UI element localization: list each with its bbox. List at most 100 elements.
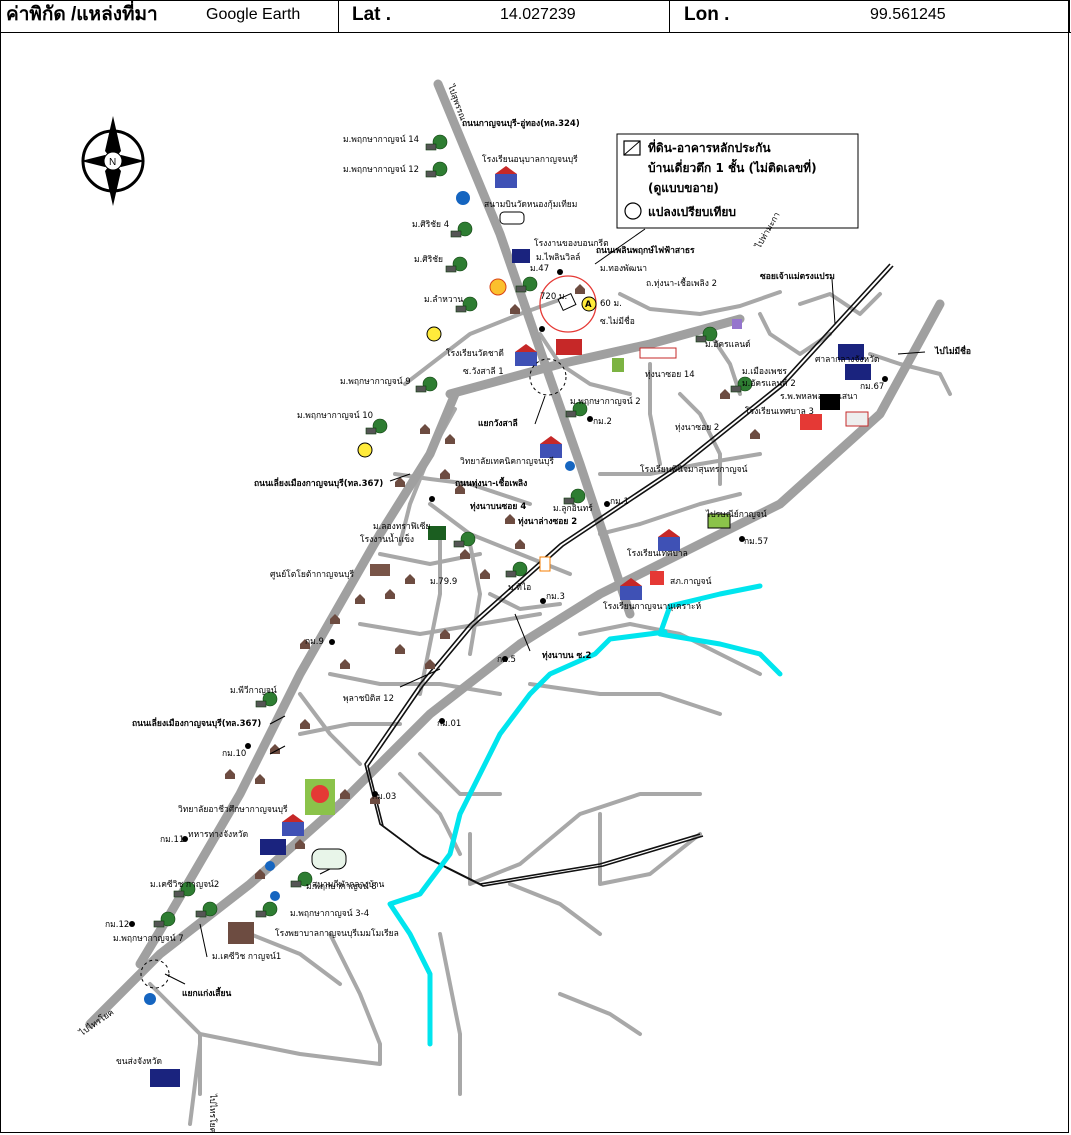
- label: ทุ่งนาซอย 2: [675, 423, 719, 433]
- label: สภ.กาญจน์: [670, 576, 712, 587]
- label: ม.เคซีวิช กาญจน์2: [150, 879, 219, 890]
- label: ม.ไพลินวิลล์: [536, 252, 580, 263]
- label: ถ.ทุ่งนา-เชื้อเพลิง 2: [646, 277, 717, 289]
- label: โรงพยาบาลกาญจนบุรีเมมโมเรียล: [275, 928, 399, 939]
- legend-line4: แปลงเปรียบเทียบ: [648, 205, 736, 219]
- label: โรงเรียนพินิจมาสุนทรกาญจน์: [640, 464, 748, 475]
- source-value: Google Earth: [206, 6, 301, 23]
- label: ทุ่งนาบนซอย 4: [470, 501, 526, 512]
- subject-price: 720 ม.: [540, 292, 567, 302]
- label: ม.ทองพัฒนา: [600, 264, 647, 274]
- label: โรงเรียนเทศบาล: [627, 548, 688, 559]
- label: โรงงานน้ำแข็ง: [360, 533, 414, 545]
- label: กม.01: [437, 719, 461, 729]
- label: สนามกีฬากลางบ้าน: [312, 879, 385, 890]
- label: ม.อัครแลนด์: [705, 339, 751, 350]
- header-divider: [1069, 0, 1070, 33]
- header-divider: [669, 0, 670, 33]
- label: ม.พฤกษากาญจน์ 8: [306, 881, 377, 892]
- railway-line: [364, 263, 894, 887]
- government-icons: [150, 249, 871, 1087]
- north-arrow-icon: N: [81, 116, 145, 206]
- label: ม.ลูกอินทร์: [553, 503, 593, 514]
- label: ศาลากลางจังหวัด: [815, 355, 879, 365]
- label: สนามบินวัดหนองกุ้มเทียม: [484, 199, 577, 210]
- road-324: [433, 79, 635, 619]
- legend-leader: [594, 228, 646, 265]
- label: โรงงานของบอนกรีต: [534, 238, 609, 249]
- label: กม.03: [372, 792, 396, 802]
- label: วิทยาลัยเทคนิคกาญจนบุรี: [460, 456, 555, 467]
- label: กม.5: [497, 655, 516, 665]
- label: ซอยเจ้าแม่ตรงแปรม: [760, 271, 835, 282]
- label: กม.9: [305, 637, 324, 647]
- lat-value: 14.027239: [500, 6, 576, 23]
- label: ไปไทรโยค: [207, 1093, 218, 1133]
- label: โรงเรียนกาญจนานุเคราะห์: [603, 601, 701, 612]
- svg-text:A: A: [585, 300, 592, 310]
- minor-roads: [148, 290, 952, 1126]
- label: กม.3: [546, 592, 565, 602]
- label: โรงเรียนวัดชาดี: [446, 348, 504, 359]
- label: ร.พ.พหลพลพยุหเสนา: [780, 392, 858, 402]
- coord-source-label: ค่าพิกัด /แหล่งที่มา: [6, 4, 158, 25]
- label: ขนส่งจังหวัด: [116, 1057, 162, 1067]
- map-labels: ไปสุพรรณ ถนนกาญจนบุรี-อู่ทอง(ทล.324) ม.พ…: [77, 82, 971, 1133]
- label: โรงเรียนอนุบาลกาญจนบุรี: [482, 154, 578, 165]
- label: ม.47: [530, 264, 549, 274]
- north-letter: N: [109, 157, 116, 168]
- legend-box: ที่ดิน-อาคารหลักประกัน บ้านเดี่ยวตึก 1 ช…: [616, 133, 859, 229]
- school-icons: [282, 166, 680, 836]
- misc-icons: [140, 191, 869, 1005]
- label: กม.1: [610, 497, 629, 507]
- label: ม.พีวีกาญจน์: [230, 685, 277, 696]
- label: ถนนเลี่ยงเมืองกาญจนบุรี(ทล.367): [132, 716, 261, 729]
- label: ถนนทุ่งนา-เชื้อเพลิง: [455, 476, 527, 489]
- label: ม.เมืองเพชร: [742, 366, 787, 377]
- label: พุลาชบิติส 12: [343, 694, 394, 704]
- label: ม.พฤกษากาญจน์ 10: [297, 410, 373, 421]
- label: กม.10: [222, 749, 246, 759]
- label: ทุ่งนาซอย 14: [645, 370, 695, 380]
- label: ม.พฤกษากาญจน์ 12: [343, 164, 419, 175]
- coordinate-header: ค่าพิกัด /แหล่งที่มา Google Earth Lat . …: [0, 0, 1071, 33]
- label: กม.2: [593, 417, 612, 427]
- lon-value: 99.561245: [870, 6, 946, 23]
- label: ซ.ไม่มีชื่อ: [600, 315, 635, 327]
- location-map: ที่ดิน-อาคารหลักประกัน บ้านเดี่ยวตึก 1 ช…: [77, 79, 971, 1133]
- label: ม.พฤกษากาญจน์ 14: [343, 134, 419, 145]
- label: ม.เคซีวิช กาญจน์1: [212, 951, 281, 962]
- label: ไปรษณีย์กาญจน์: [705, 509, 767, 520]
- label: ถนนเพลินพฤกษ์ไฟฟ้าสาธร: [596, 245, 695, 256]
- label: วิทยาลัยอาชีวศึกษากาญจนบุรี: [178, 804, 288, 815]
- km-markers: [129, 269, 888, 927]
- label: ม.พฤกษากาญจน์ 3-4: [290, 908, 369, 919]
- label: กม.57: [744, 537, 768, 547]
- label: ศูนย์โตโยต้ากาญจนบุรี: [270, 569, 354, 580]
- road-main-sw: [85, 299, 945, 1029]
- label: ซ.วังสาลี 1: [463, 366, 504, 377]
- label: ม.ทีไอ: [508, 582, 531, 593]
- label: ถนนกาญจนบุรี-อู่ทอง(ทล.324): [462, 118, 580, 129]
- label: ม.79.9: [430, 577, 457, 587]
- label: ม.พฤกษากาญจน์ 9: [340, 376, 411, 387]
- lon-label: Lon .: [684, 4, 730, 25]
- legend-subject-swatch: [623, 140, 641, 156]
- label: ม.ศิริชัย 4: [412, 220, 449, 230]
- label: ม.ลองทราฟิเซีย: [373, 521, 430, 532]
- subject-distance: 60 ม.: [600, 299, 622, 309]
- comparable-marker-a: [581, 296, 597, 312]
- label: ม.พฤกษากาญจน์ 2: [570, 396, 641, 407]
- lat-label: Lat .: [352, 4, 392, 25]
- label: ม.ลำหวาน: [424, 295, 463, 305]
- legend-line2: บ้านเดี่ยวตึก 1 ชั้น (ไม่ติดเลขที่): [648, 158, 817, 175]
- label: ไปไม่มีชื่อ: [934, 344, 971, 357]
- label: ม.พฤกษากาญจน์ 7: [113, 933, 184, 944]
- label: ถนนเลี่ยงเมืองกาญจนบุรี(ทล.367): [254, 476, 383, 489]
- label: ทหารทางจังหวัด: [188, 830, 248, 840]
- label: แยกวังสาลี: [478, 418, 518, 429]
- river: [387, 583, 783, 1047]
- legend-line3: (ดูแบบขอาย): [648, 181, 719, 196]
- label: ทุ่งนาบน ซ.2: [542, 650, 592, 661]
